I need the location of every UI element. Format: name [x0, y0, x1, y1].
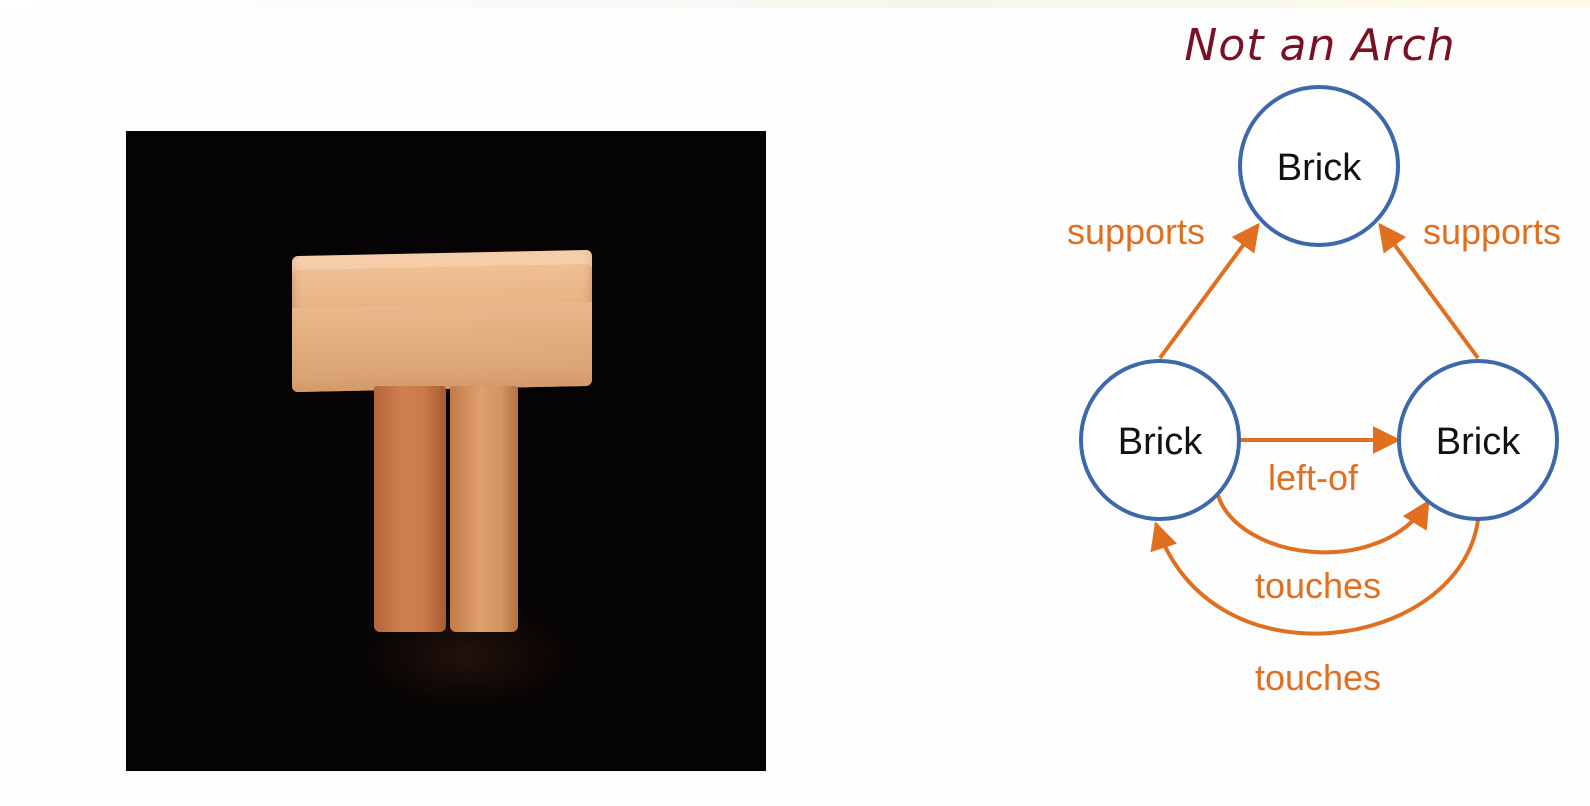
supports-left-edge: [1158, 222, 1260, 360]
supports-right-label: supports: [1423, 211, 1561, 252]
touches-inner-edge: [1215, 491, 1430, 555]
supports-right-edge: [1378, 222, 1480, 360]
right-brick: [450, 386, 518, 632]
top-band: [0, 0, 1590, 8]
supports-left-label: supports: [1067, 211, 1205, 252]
left-of-label: left-of: [1268, 457, 1359, 498]
touches-inner-label: touches: [1255, 565, 1381, 606]
touches-outer-label: touches: [1255, 657, 1381, 698]
block-photo: [126, 131, 766, 771]
left-brick: [374, 386, 446, 632]
brick-node-left-label: Brick: [1118, 421, 1203, 463]
brick-node-top: [1238, 85, 1400, 247]
diagram-title: Not an Arch: [1184, 20, 1456, 71]
brick-node-top-label: Brick: [1277, 147, 1362, 189]
brick-node-left: [1079, 359, 1241, 521]
touches-outer-edge: [1150, 519, 1480, 636]
brick-node-right: [1397, 359, 1559, 521]
brick-node-right-label: Brick: [1436, 421, 1521, 463]
